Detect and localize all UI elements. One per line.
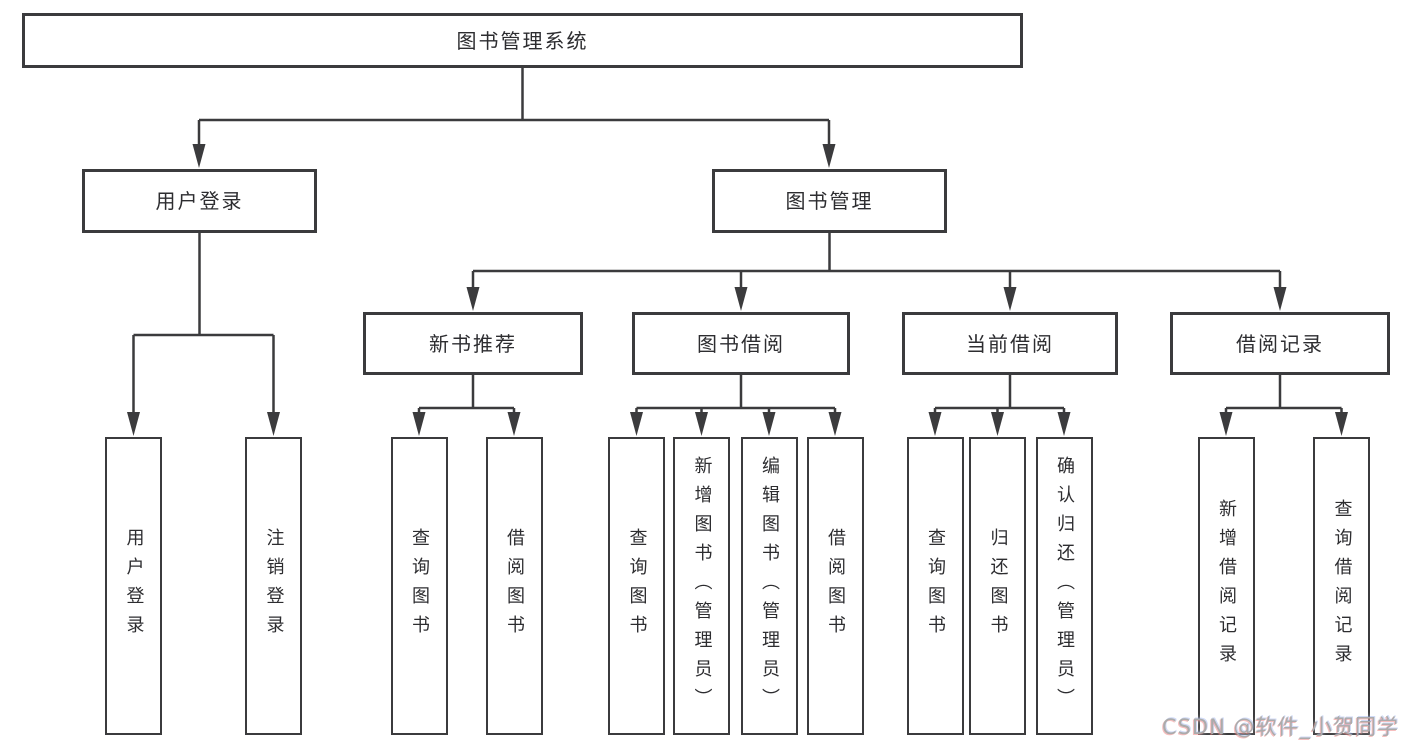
leaf-add-books-admin: 新增图书（管理员）	[673, 437, 730, 735]
node-current-borrow: 当前借阅	[902, 312, 1118, 375]
leaf-edit-books-admin: 编辑图书（管理员）	[740, 437, 798, 735]
leaf-add-borrow-record: 新增借阅记录	[1197, 437, 1255, 735]
leaf-query-books-recommend: 查询图书	[390, 437, 448, 735]
leaf-return-books: 归还图书	[969, 437, 1026, 735]
node-book-borrow: 图书借阅	[632, 312, 850, 375]
node-user-login: 用户登录	[82, 169, 317, 233]
leaf-query-books-borrow: 查询图书	[608, 437, 665, 735]
node-library-management-system: 图书管理系统	[22, 13, 1023, 68]
leaf-logout: 注销登录	[245, 437, 302, 735]
arrow-down-icons	[127, 144, 1348, 436]
node-new-book-recommend: 新书推荐	[363, 312, 583, 375]
leaf-user-login: 用户登录	[105, 437, 162, 735]
leaf-borrow-books: 借阅图书	[806, 437, 864, 735]
node-book-management: 图书管理	[712, 169, 947, 233]
leaf-borrow-books-recommend: 借阅图书	[485, 437, 543, 735]
leaf-confirm-return-admin: 确认归还（管理员）	[1035, 437, 1093, 735]
node-borrow-records: 借阅记录	[1170, 312, 1390, 375]
leaf-query-borrow-record: 查询借阅记录	[1313, 437, 1370, 735]
leaf-query-books-current: 查询图书	[906, 437, 964, 735]
